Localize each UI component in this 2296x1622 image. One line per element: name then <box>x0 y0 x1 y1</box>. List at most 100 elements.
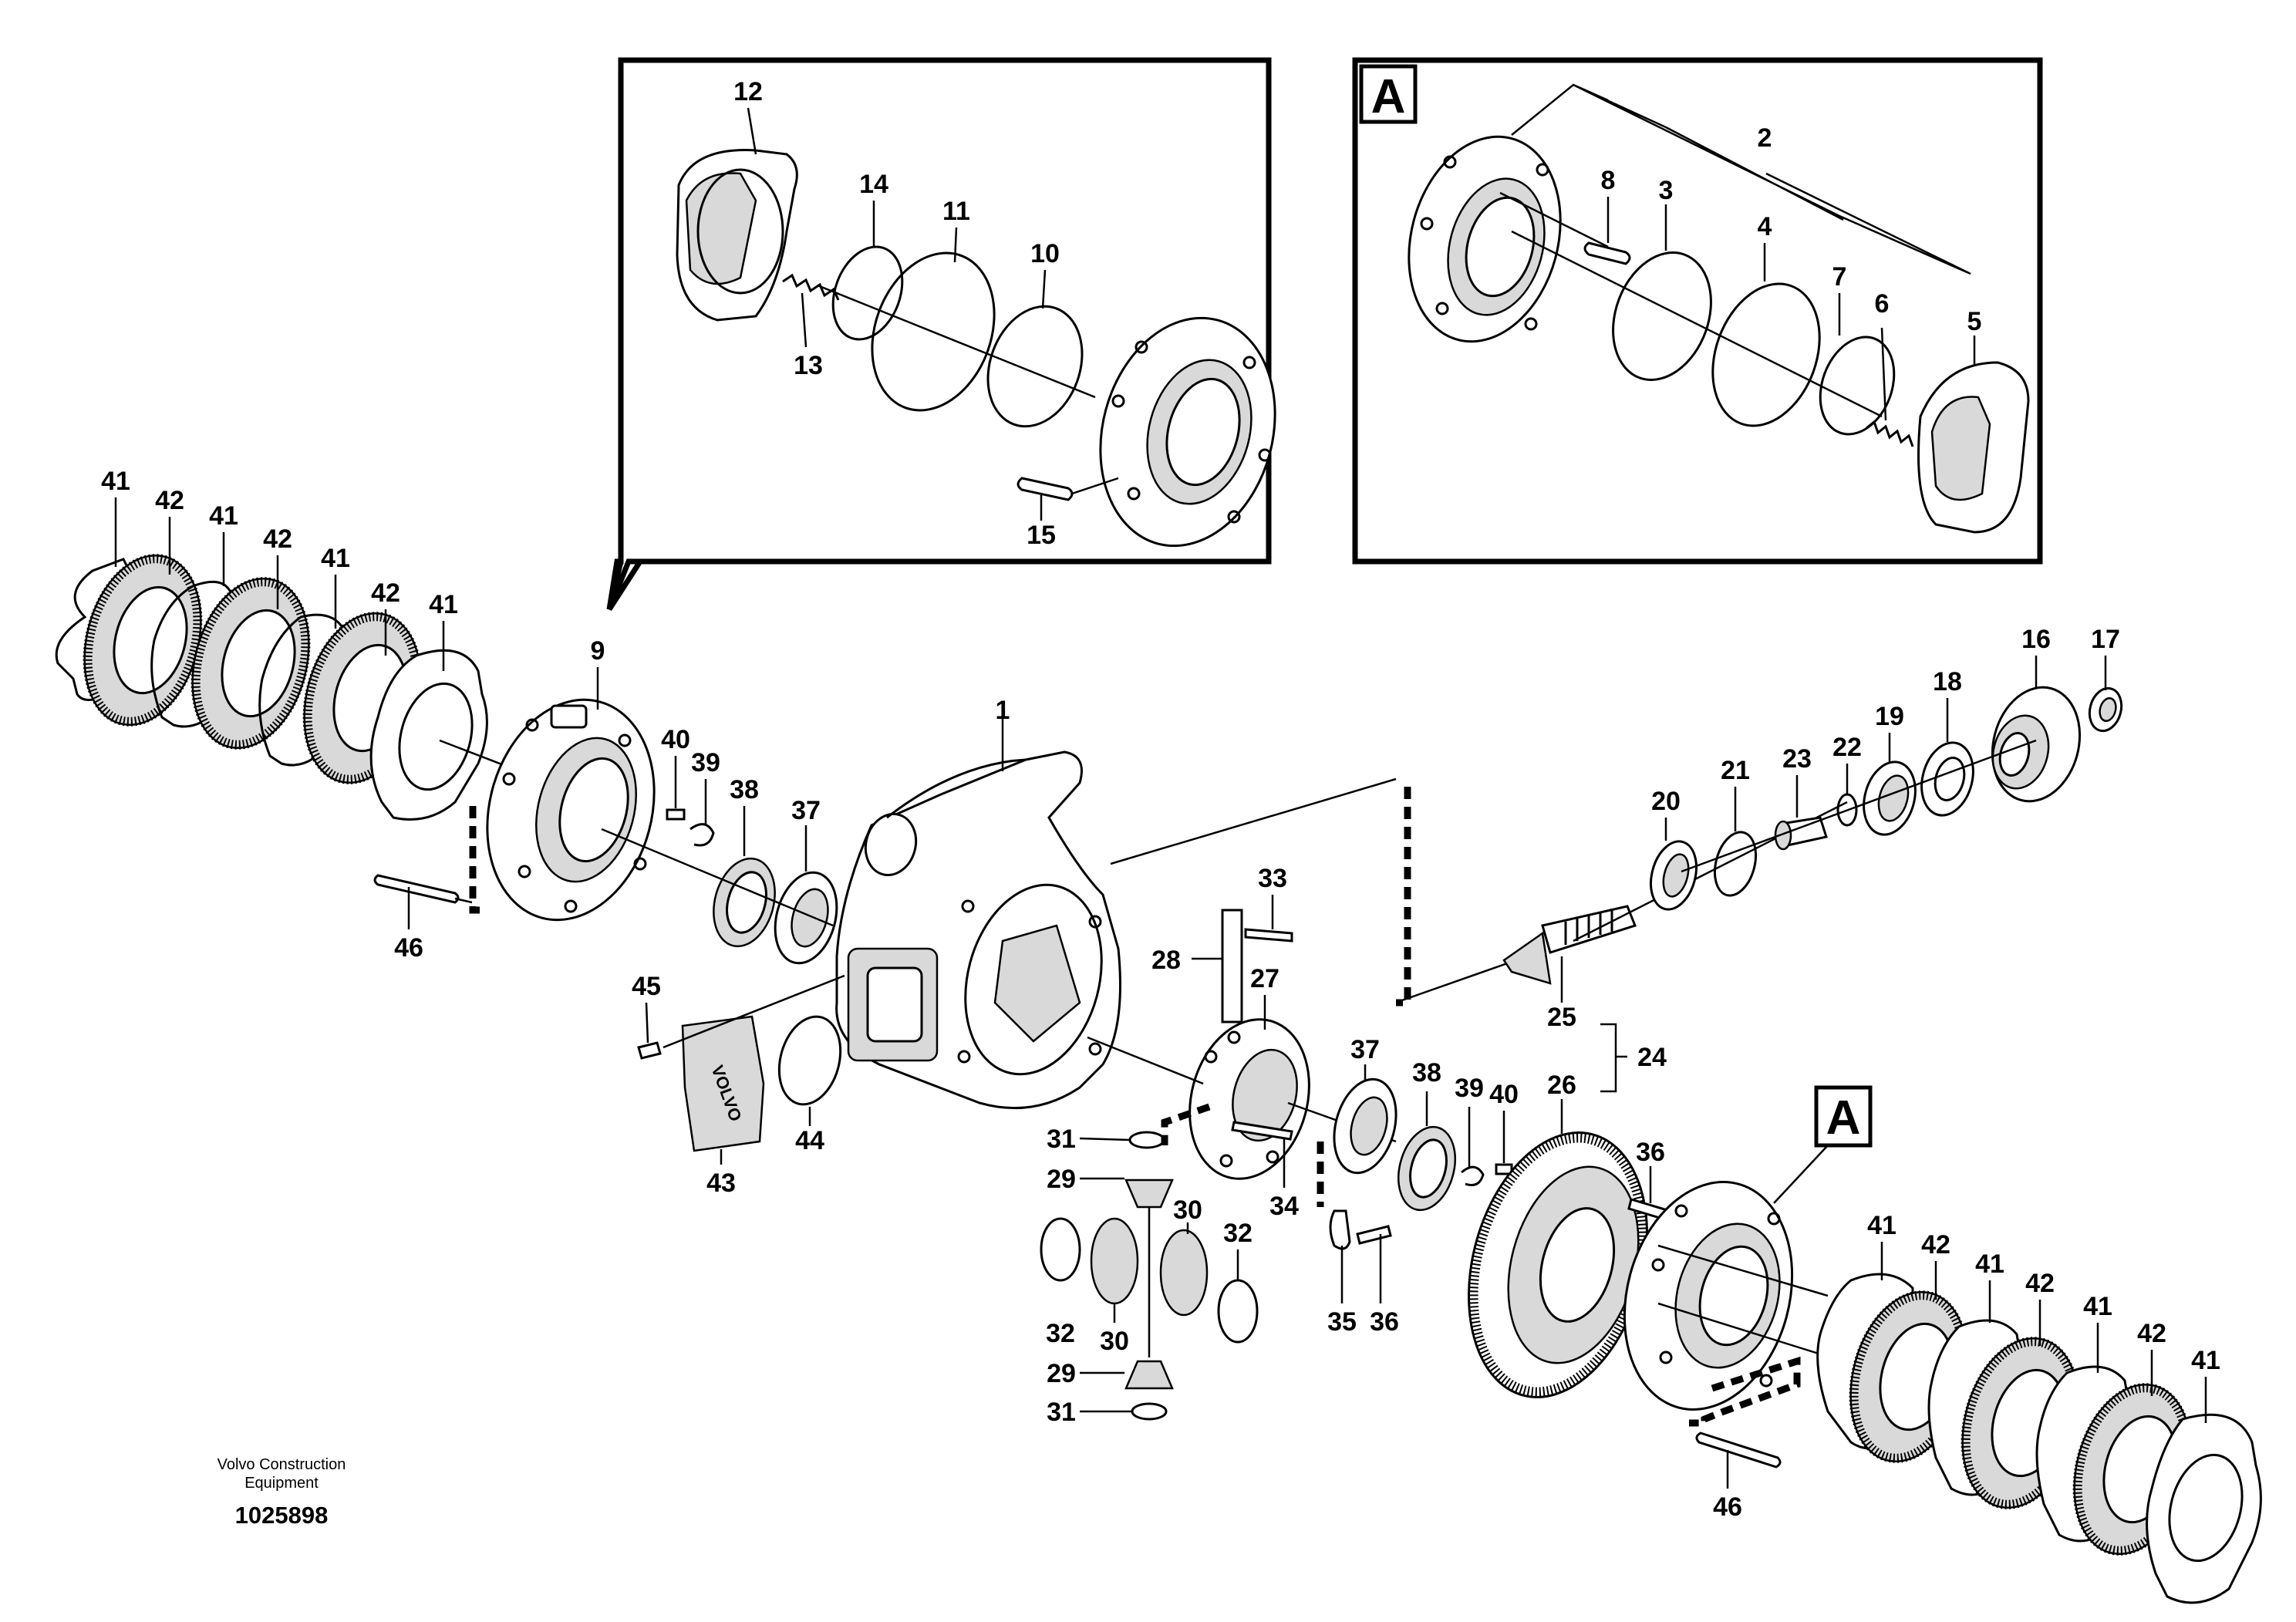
label-37-left: 37 <box>791 796 821 825</box>
spring-13 <box>782 273 840 301</box>
label-41-l2: 41 <box>209 501 238 531</box>
label-41-r4: 41 <box>2191 1346 2220 1375</box>
label-9: 9 <box>591 636 605 666</box>
seal-18 <box>1920 741 1974 817</box>
label-26: 26 <box>1547 1071 1576 1100</box>
label-10: 10 <box>1030 239 1060 268</box>
flange-16 <box>1991 686 2082 803</box>
label-42-l3: 42 <box>371 578 400 608</box>
label-1: 1 <box>996 696 1010 725</box>
label-28: 28 <box>1151 946 1181 975</box>
pin-8 <box>1583 241 1631 265</box>
piston-5 <box>1917 361 2030 534</box>
label-42-l1: 42 <box>155 486 184 515</box>
label-38-right: 38 <box>1412 1058 1441 1088</box>
inset-detail-a: A <box>1352 57 2043 565</box>
thrust-washer-31-bottom <box>1131 1402 1168 1421</box>
figure-credit: Volvo Construction Equipment 1025898 <box>217 1456 346 1529</box>
label-39-left: 39 <box>691 748 720 777</box>
snap-ring-21 <box>1714 831 1757 897</box>
label-41-r2: 41 <box>1975 1249 2004 1279</box>
side-gear-30-right <box>1159 1229 1209 1317</box>
seal-ring-11 <box>871 251 996 412</box>
detail-a-callout: A <box>1826 1091 1861 1145</box>
label-42-r1: 42 <box>1921 1230 1950 1259</box>
label-8: 8 <box>1601 166 1616 195</box>
label-3: 3 <box>1659 176 1674 205</box>
spring-6 <box>1866 420 1914 447</box>
cross-shaft-28 <box>1221 909 1243 1023</box>
label-30-bottom: 30 <box>1100 1327 1129 1356</box>
label-41-r1: 41 <box>1867 1211 1896 1240</box>
pin-46-right <box>1695 1431 1782 1469</box>
label-21: 21 <box>1721 756 1750 785</box>
label-41-l3: 41 <box>321 544 350 573</box>
axle-housing-1 <box>835 750 1121 1110</box>
label-44: 44 <box>795 1126 824 1155</box>
publisher-line-2: Equipment <box>244 1475 319 1492</box>
pin-33 <box>1244 928 1293 943</box>
diff-case-27 <box>1188 1018 1310 1180</box>
label-46-left: 46 <box>394 933 423 963</box>
clip-39-left <box>689 823 715 847</box>
pin-34 <box>1231 1121 1293 1141</box>
label-20: 20 <box>1651 787 1681 816</box>
label-42-r3: 42 <box>2137 1319 2166 1348</box>
separator-plate-41-d <box>369 649 488 821</box>
label-38-left: 38 <box>730 775 759 804</box>
seal-ring-10 <box>986 305 1084 428</box>
brake-housing-inset <box>1099 316 1276 548</box>
label-25: 25 <box>1547 1003 1576 1032</box>
label-24: 24 <box>1637 1043 1667 1072</box>
drive-pinion-25 <box>1502 905 1637 985</box>
label-40-left: 40 <box>661 725 690 754</box>
label-23: 23 <box>1782 744 1812 774</box>
bolt-36-lower <box>1356 1225 1392 1245</box>
pinion-gear-29-top <box>1124 1179 1174 1209</box>
label-4: 4 <box>1758 212 1772 241</box>
brake-housing-a <box>1408 135 1562 343</box>
label-34: 34 <box>1269 1192 1299 1221</box>
label-35: 35 <box>1327 1307 1357 1337</box>
detail-a-marker: A <box>1371 70 1406 123</box>
pin-46-left <box>373 874 460 904</box>
label-41-l4: 41 <box>429 590 458 619</box>
label-41-r3: 41 <box>2083 1292 2112 1321</box>
ring-gear-26 <box>1467 1131 1649 1398</box>
label-22: 22 <box>1832 733 1862 762</box>
piston-12 <box>676 149 798 322</box>
label-30-top: 30 <box>1173 1195 1202 1225</box>
label-19: 19 <box>1875 702 1904 731</box>
bolt-40-left <box>666 808 686 821</box>
label-15: 15 <box>1027 521 1056 550</box>
label-33: 33 <box>1258 864 1287 893</box>
gasket-44 <box>777 1015 842 1106</box>
bolt-45 <box>637 1041 662 1060</box>
pin-15 <box>1017 477 1074 501</box>
label-40-right: 40 <box>1489 1080 1519 1109</box>
label-27: 27 <box>1250 964 1279 993</box>
label-45: 45 <box>632 972 661 1001</box>
label-13: 13 <box>794 351 823 380</box>
label-14: 14 <box>859 170 888 199</box>
publisher-line-1: Volvo Construction <box>217 1456 346 1473</box>
label-42-l2: 42 <box>263 524 292 554</box>
brake-housing-9 <box>486 698 656 922</box>
thrust-washer-32-right <box>1217 1279 1259 1344</box>
pinion-gear-29-bottom <box>1124 1360 1174 1390</box>
label-31-bottom: 31 <box>1047 1398 1076 1427</box>
label-16: 16 <box>2021 625 2051 654</box>
right-disc-pack <box>1816 1273 2262 1604</box>
label-43: 43 <box>706 1168 736 1198</box>
label-11: 11 <box>942 197 970 226</box>
thrust-washer-32-left <box>1040 1217 1081 1282</box>
label-31-top: 31 <box>1047 1125 1076 1154</box>
label-36-upper: 36 <box>1636 1138 1665 1167</box>
cover-plate-43: VOLVO <box>681 1015 765 1152</box>
label-7: 7 <box>1832 262 1847 292</box>
left-disc-pack <box>55 554 488 821</box>
clip-39-right <box>1461 1165 1485 1186</box>
thrust-washer-31-top <box>1128 1131 1165 1149</box>
label-12: 12 <box>733 77 763 106</box>
